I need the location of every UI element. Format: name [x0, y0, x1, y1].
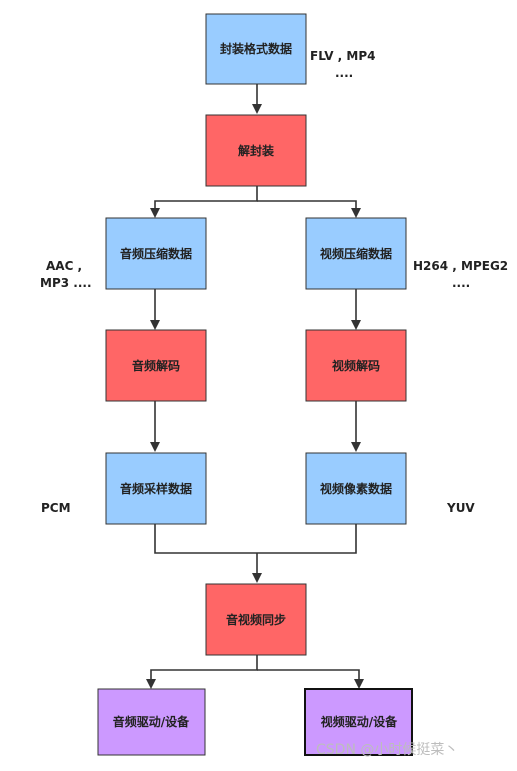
node-video-decode: 视频解码 — [305, 329, 407, 402]
watermark: CSDN @小时候挺菜丶 — [316, 742, 458, 758]
audio-codecs-line1: AAC , — [46, 259, 82, 273]
node-video-compressed: 视频压缩数据 — [305, 217, 407, 290]
node-video-compressed-box — [305, 217, 407, 290]
node-audio-compressed-label: 音频压缩数据 — [120, 246, 192, 261]
edge-demux-split — [150, 186, 258, 218]
node-demux: 解封装 — [205, 114, 307, 187]
node-audio-decode-label: 音频解码 — [132, 358, 180, 373]
edge-video-pixel-to-merge — [257, 524, 357, 554]
node-audio-sample-label: 音频采样数据 — [120, 481, 192, 496]
node-container-data: 封装格式数据 — [205, 13, 307, 85]
node-container-data-box — [205, 13, 307, 85]
audio-raw-format: PCM — [41, 501, 71, 515]
edge-demux-split-right — [257, 200, 361, 218]
node-video-device-label: 视频驱动/设备 — [321, 714, 398, 729]
node-demux-box — [205, 114, 307, 187]
video-codecs-line2: .... — [452, 276, 470, 290]
node-video-pixel-label: 视频像素数据 — [320, 481, 392, 496]
video-codecs-line1: H264 , MPEG2 — [413, 259, 508, 273]
edge-sync-to-video-device — [257, 669, 364, 689]
node-audio-sample: 音频采样数据 — [105, 452, 207, 525]
node-audio-device: 音频驱动/设备 — [97, 688, 206, 756]
node-video-device-box — [304, 688, 413, 756]
node-audio-decode-box — [105, 329, 207, 402]
node-video-pixel-box — [305, 452, 407, 525]
container-formats-line1: FLV , MP4 — [310, 49, 375, 63]
node-audio-compressed: 音频压缩数据 — [105, 217, 207, 290]
node-audio-compressed-box — [105, 217, 207, 290]
node-audio-device-label: 音频驱动/设备 — [113, 714, 190, 729]
node-container-data-label: 封装格式数据 — [220, 41, 292, 56]
node-video-device: 视频驱动/设备 — [304, 688, 413, 756]
node-video-decode-box — [305, 329, 407, 402]
annotations: FLV , MP4 .... AAC , MP3 .... H264 , MPE… — [40, 49, 508, 515]
node-audio-sample-box — [105, 452, 207, 525]
audio-codecs-line2: MP3 .... — [40, 276, 92, 290]
node-audio-decode: 音频解码 — [105, 329, 207, 402]
node-av-sync-label: 音视频同步 — [226, 612, 286, 627]
edge-audio-sample-to-merge — [154, 524, 257, 554]
node-demux-label: 解封装 — [238, 143, 274, 158]
edges — [146, 84, 364, 689]
node-video-pixel: 视频像素数据 — [305, 452, 407, 525]
container-formats-line2: .... — [335, 66, 353, 80]
edge-sync-to-audio-device — [146, 655, 258, 689]
node-video-decode-label: 视频解码 — [332, 358, 380, 373]
node-av-sync: 音视频同步 — [205, 583, 307, 656]
node-av-sync-box — [205, 583, 307, 656]
node-audio-device-box — [97, 688, 206, 756]
node-video-compressed-label: 视频压缩数据 — [320, 246, 392, 261]
video-raw-format: YUV — [446, 501, 475, 515]
